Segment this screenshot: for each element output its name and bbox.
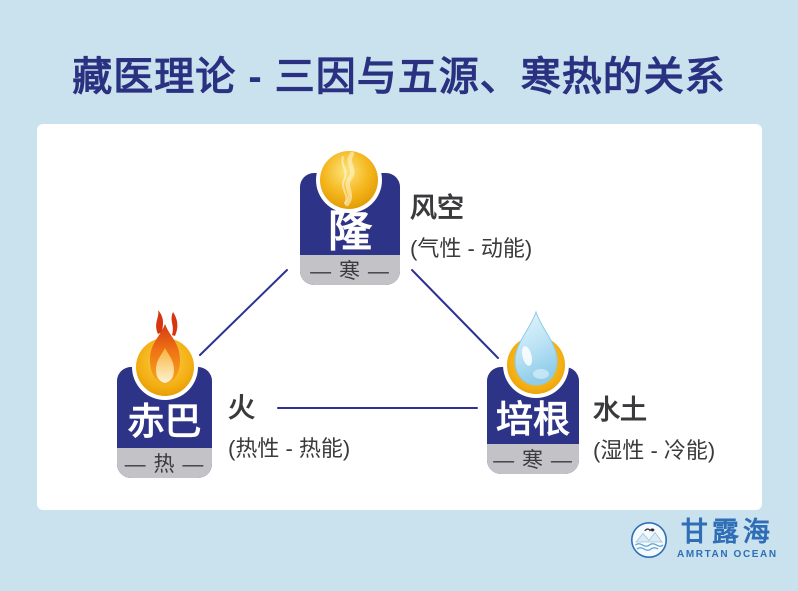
amrtan-ocean-logo-icon — [630, 521, 668, 559]
amrtan-ocean-logo-text: 甘露海 AMRTAN OCEAN — [677, 517, 778, 561]
node-chiba-property: (热性 - 热能) — [228, 435, 351, 461]
node-chiba-card: 赤巴 — 热 — — [117, 367, 212, 478]
logo-name: 甘露海 — [680, 517, 774, 547]
node-peigen-temperature-band: — 寒 — — [487, 444, 579, 474]
node-long-element: 风空 — [410, 193, 464, 223]
node-chiba-element: 火 — [228, 393, 255, 423]
node-peigen-name: 培根 — [496, 399, 570, 440]
water-drop-icon — [503, 306, 569, 398]
logo-subtitle: AMRTAN OCEAN — [677, 549, 778, 560]
node-long-card: 隆 — 寒 — — [300, 173, 400, 285]
page-title: 藏医理论 - 三因与五源、寒热的关系 — [72, 55, 726, 99]
wind-sphere-icon — [316, 147, 382, 213]
node-long-description: 风空 (气性 - 动能) — [410, 193, 533, 263]
node-chiba-description: 火 (热性 - 热能) — [228, 393, 351, 463]
fire-icon — [132, 310, 198, 400]
node-peigen-description: 水土 (湿性 - 冷能) — [593, 395, 716, 465]
amrtan-ocean-logo: 甘露海 AMRTAN OCEAN — [630, 519, 778, 560]
node-long-property: (气性 - 动能) — [410, 235, 533, 261]
node-chiba-name: 赤巴 — [127, 401, 202, 442]
node-chiba-temperature-band: — 热 — — [117, 448, 212, 478]
node-long-name: 隆 — [328, 207, 372, 256]
node-peigen-card: 培根 — 寒 — — [487, 367, 579, 474]
node-peigen-element: 水土 — [593, 395, 647, 425]
node-peigen-property: (湿性 - 冷能) — [593, 437, 716, 463]
node-long-temperature-band: — 寒 — — [300, 255, 400, 285]
